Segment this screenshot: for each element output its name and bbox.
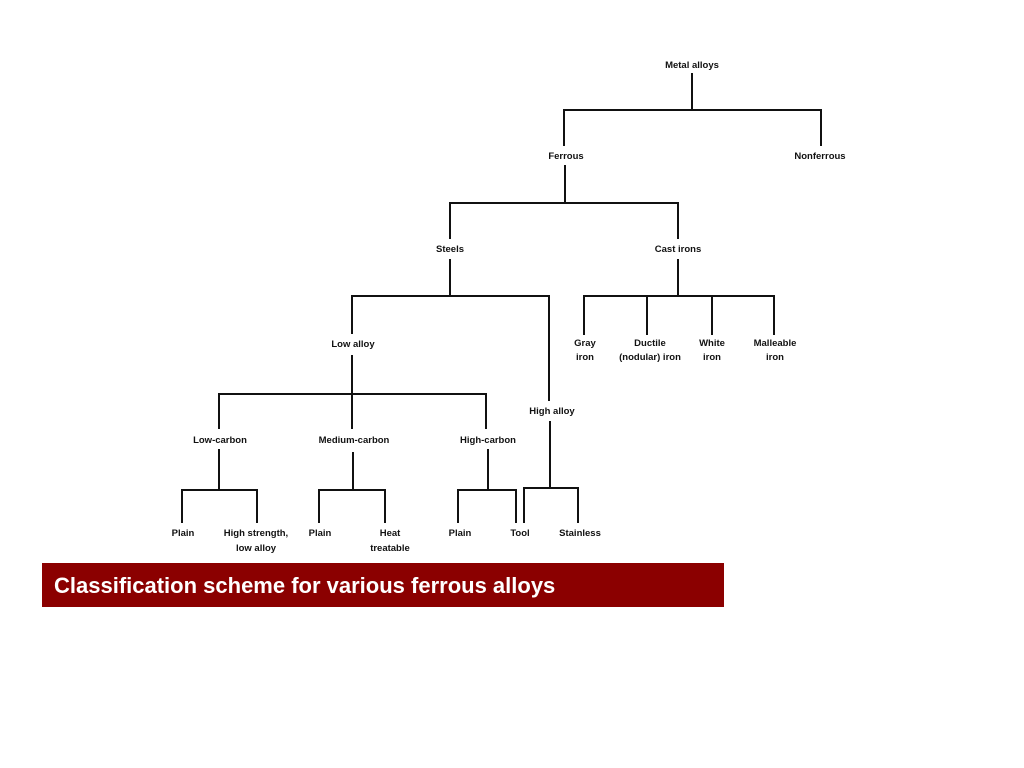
node-ductile-iron-line2: (nodular) iron [619,352,681,363]
node-medium-carbon-plain: Plain [309,528,332,539]
node-heat-treatable-line2: treatable [370,543,410,554]
node-cast-irons: Cast irons [655,244,701,255]
node-low-carbon: Low-carbon [193,435,247,446]
node-high-carbon-plain: Plain [449,528,472,539]
node-tool: Tool [510,528,529,539]
node-low-alloy: Low alloy [331,339,375,350]
node-hsla-line1: High strength, [224,528,288,539]
node-ductile-iron-line1: Ductile [634,338,666,349]
node-gray-iron-line2: iron [576,352,594,363]
node-heat-treatable-line1: Heat [380,528,401,539]
node-high-carbon: High-carbon [460,435,516,446]
caption-text: Classification scheme for various ferrou… [54,573,556,598]
node-stainless: Stainless [559,528,601,539]
classification-tree-diagram: Metal alloys Ferrous Nonferrous Steels C… [172,60,846,554]
node-metal-alloys: Metal alloys [665,60,719,71]
node-ferrous: Ferrous [548,151,583,162]
node-low-carbon-plain: Plain [172,528,195,539]
node-hsla-line2: low alloy [236,543,277,554]
node-malleable-iron-line2: iron [766,352,784,363]
node-white-iron-line2: iron [703,352,721,363]
node-medium-carbon: Medium-carbon [319,435,390,446]
node-gray-iron-line1: Gray [574,338,596,349]
caption-banner: Classification scheme for various ferrou… [42,563,724,607]
node-white-iron-line1: White [699,338,725,349]
connector-lines [181,73,822,523]
node-labels: Metal alloys Ferrous Nonferrous Steels C… [172,60,846,554]
node-nonferrous: Nonferrous [794,151,845,162]
node-malleable-iron-line1: Malleable [754,338,797,349]
node-high-alloy: High alloy [529,406,575,417]
node-steels: Steels [436,244,464,255]
